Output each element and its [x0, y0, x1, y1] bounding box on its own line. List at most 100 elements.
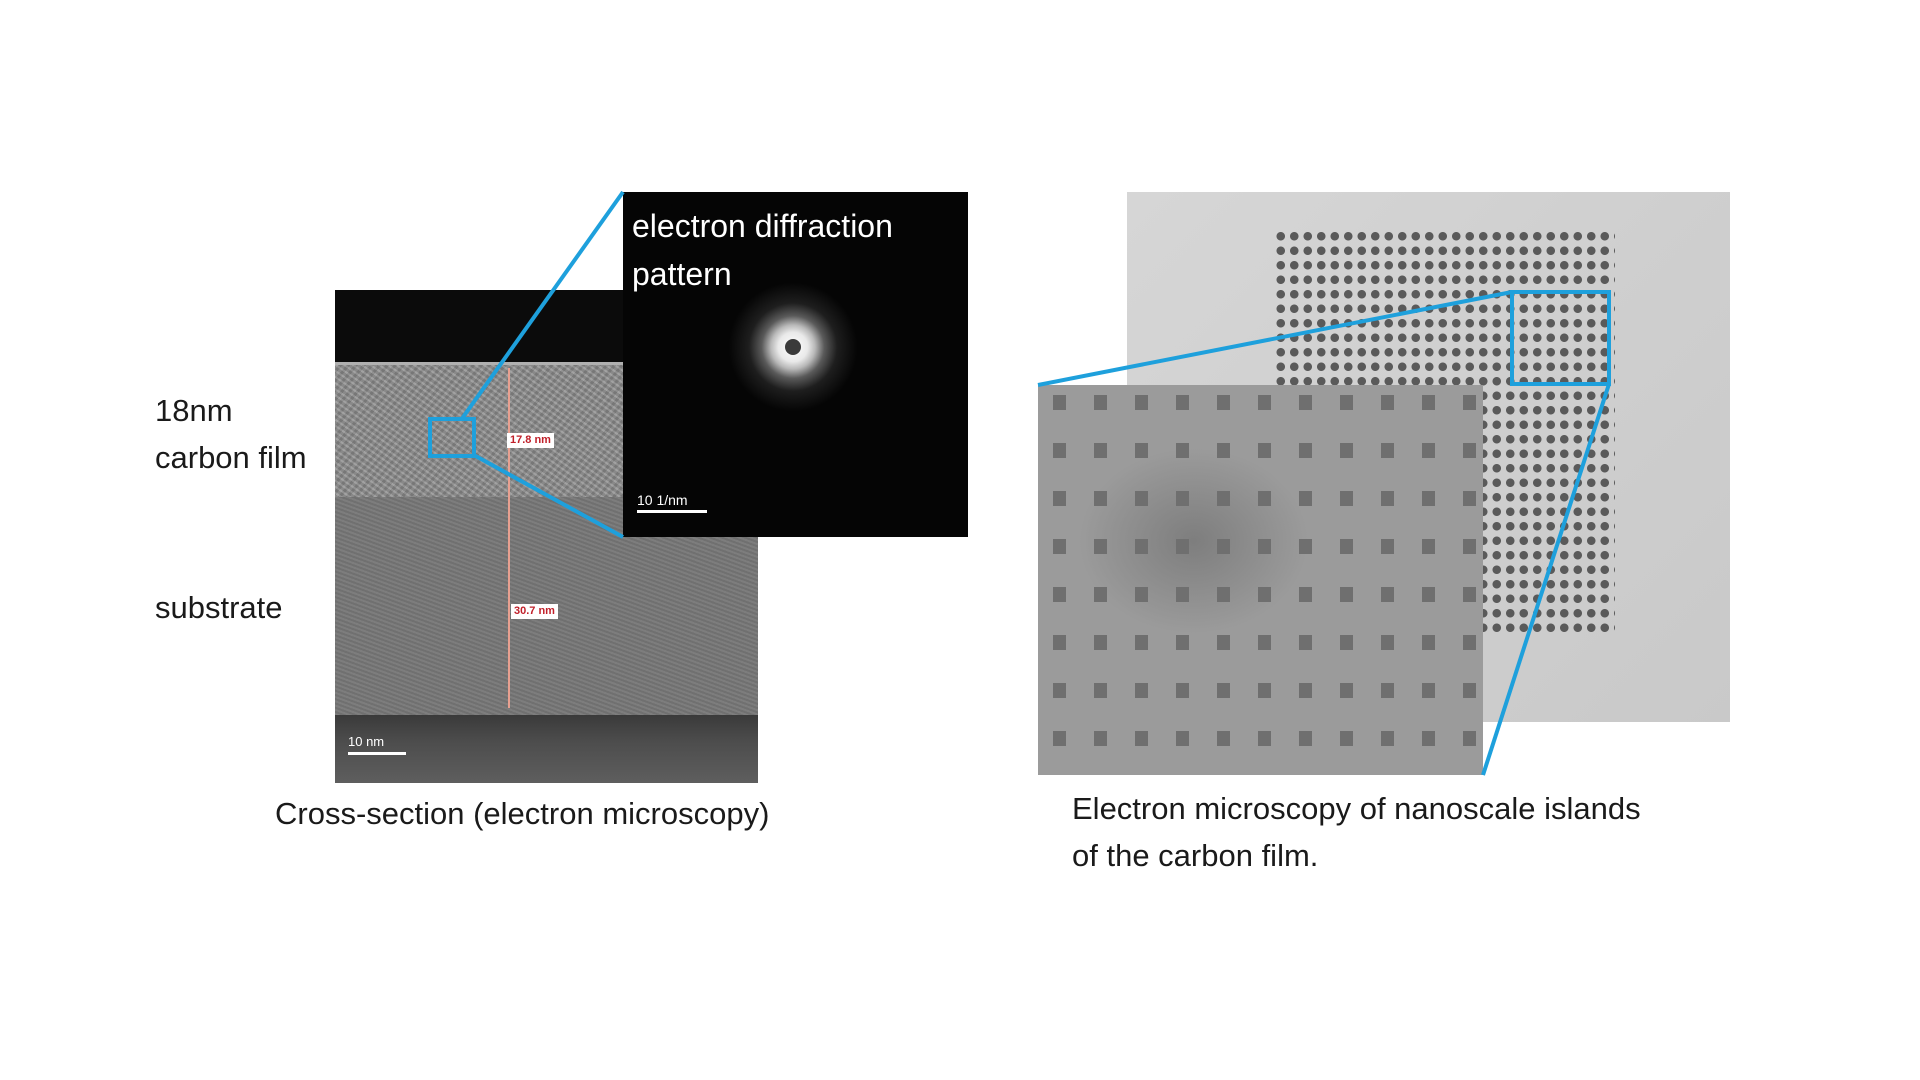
- island-square: [1176, 491, 1189, 506]
- island-square: [1258, 635, 1271, 650]
- diffraction-title: electron diffraction pattern: [632, 202, 893, 298]
- island-square: [1340, 491, 1353, 506]
- island-square: [1094, 731, 1107, 746]
- island-square: [1053, 443, 1066, 458]
- diffraction-title-line-2: pattern: [632, 256, 732, 292]
- island-square: [1217, 491, 1230, 506]
- island-square: [1299, 587, 1312, 602]
- island-square: [1176, 539, 1189, 554]
- diffraction-scale-label: 10 1/nm: [637, 492, 688, 508]
- left-caption: Cross-section (electron microscopy): [275, 796, 770, 831]
- tem-scale-bar: [348, 752, 406, 755]
- island-square: [1258, 731, 1271, 746]
- island-square: [1217, 443, 1230, 458]
- island-square: [1381, 587, 1394, 602]
- island-square: [1094, 683, 1107, 698]
- island-square: [1463, 491, 1476, 506]
- island-square: [1176, 683, 1189, 698]
- island-square: [1217, 635, 1230, 650]
- island-square: [1463, 395, 1476, 410]
- island-square: [1135, 587, 1148, 602]
- island-square: [1381, 443, 1394, 458]
- island-square: [1381, 539, 1394, 554]
- island-square: [1053, 731, 1066, 746]
- island-square: [1176, 395, 1189, 410]
- island-square: [1094, 491, 1107, 506]
- island-square: [1258, 443, 1271, 458]
- measurement-line: [508, 368, 510, 708]
- label-substrate: substrate: [155, 590, 283, 625]
- island-square: [1176, 635, 1189, 650]
- diffraction-pattern-image: electron diffraction pattern 10 1/nm: [623, 192, 968, 537]
- right-caption-line-2: of the carbon film.: [1072, 838, 1319, 873]
- island-square: [1053, 635, 1066, 650]
- island-square: [1340, 635, 1353, 650]
- island-square: [1135, 395, 1148, 410]
- island-square: [1135, 491, 1148, 506]
- island-square: [1094, 539, 1107, 554]
- island-square: [1258, 587, 1271, 602]
- island-square: [1217, 587, 1230, 602]
- island-square: [1094, 395, 1107, 410]
- island-square: [1422, 587, 1435, 602]
- island-square: [1258, 683, 1271, 698]
- island-square: [1463, 587, 1476, 602]
- island-square: [1217, 683, 1230, 698]
- island-square: [1053, 683, 1066, 698]
- island-square: [1094, 587, 1107, 602]
- island-square: [1299, 683, 1312, 698]
- island-square: [1340, 395, 1353, 410]
- sem-zoom-image: [1038, 385, 1483, 775]
- diffraction-title-line-1: electron diffraction: [632, 208, 893, 244]
- island-square: [1340, 587, 1353, 602]
- island-square: [1340, 443, 1353, 458]
- island-square: [1463, 635, 1476, 650]
- island-square: [1381, 731, 1394, 746]
- island-square: [1463, 539, 1476, 554]
- island-square: [1422, 395, 1435, 410]
- island-square: [1258, 395, 1271, 410]
- island-square: [1258, 539, 1271, 554]
- island-square: [1053, 587, 1066, 602]
- island-square: [1422, 635, 1435, 650]
- right-caption-line-1: Electron microscopy of nanoscale islands: [1072, 791, 1641, 826]
- island-square: [1217, 395, 1230, 410]
- island-square: [1299, 443, 1312, 458]
- label-18nm: 18nm: [155, 393, 233, 428]
- island-square: [1422, 443, 1435, 458]
- diffraction-spot-center: [785, 339, 801, 355]
- island-square: [1422, 491, 1435, 506]
- substrate-thickness-tag: 30.7 nm: [511, 604, 558, 619]
- island-square: [1094, 635, 1107, 650]
- film-thickness-tag: 17.8 nm: [507, 433, 554, 448]
- island-square: [1381, 491, 1394, 506]
- island-square: [1299, 635, 1312, 650]
- island-square: [1299, 731, 1312, 746]
- island-square: [1299, 491, 1312, 506]
- island-square: [1135, 731, 1148, 746]
- island-square: [1422, 731, 1435, 746]
- island-square: [1422, 539, 1435, 554]
- island-square: [1340, 539, 1353, 554]
- island-square: [1053, 395, 1066, 410]
- island-square: [1217, 539, 1230, 554]
- island-square: [1135, 635, 1148, 650]
- island-square: [1258, 491, 1271, 506]
- island-square: [1094, 443, 1107, 458]
- tem-scale-label: 10 nm: [348, 734, 385, 749]
- island-square: [1463, 443, 1476, 458]
- island-square: [1135, 443, 1148, 458]
- island-square: [1135, 683, 1148, 698]
- island-square: [1176, 731, 1189, 746]
- island-square: [1340, 683, 1353, 698]
- island-square: [1176, 443, 1189, 458]
- island-square: [1422, 683, 1435, 698]
- island-square: [1381, 635, 1394, 650]
- diffraction-scale-bar: [637, 510, 707, 513]
- island-square: [1053, 539, 1066, 554]
- lower-layer: [335, 715, 758, 783]
- island-square: [1463, 683, 1476, 698]
- island-square: [1176, 587, 1189, 602]
- island-square: [1217, 731, 1230, 746]
- zoom-island-grid: [1053, 395, 1476, 746]
